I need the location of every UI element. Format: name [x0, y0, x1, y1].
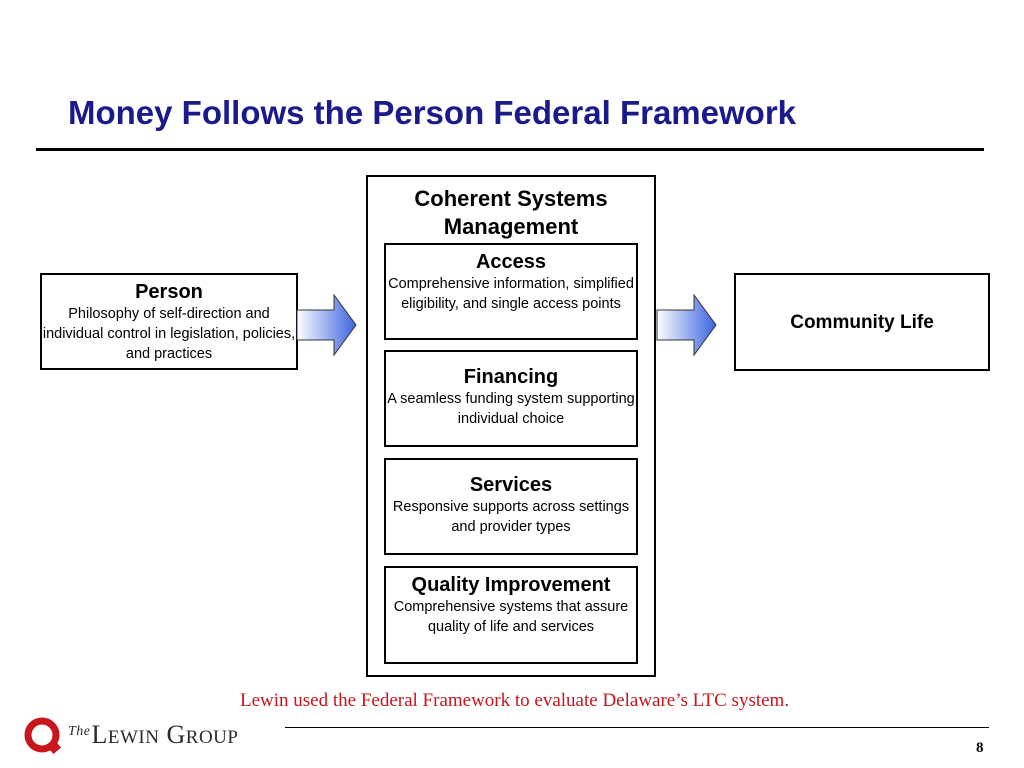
logo-the: The: [68, 724, 91, 739]
logo-wordmark: TheLEWIN GROUP: [68, 720, 238, 750]
lewin-group-logo: TheLEWIN GROUP: [22, 712, 238, 758]
logo-initial-g: G: [166, 720, 186, 749]
slide-title: Money Follows the Person Federal Framewo…: [68, 94, 797, 131]
lewin-logo-icon: [24, 717, 62, 755]
component-heading: Access: [475, 251, 547, 273]
community-life-heading: Community Life: [790, 311, 934, 333]
right-arrow-icon: [296, 294, 357, 356]
page-number: 8: [976, 740, 984, 756]
person-box: Person Philosophy of self-direction and …: [40, 273, 298, 370]
component-services: Services Responsive supports across sett…: [384, 458, 638, 555]
component-financing: Financing A seamless funding system supp…: [384, 350, 638, 447]
coherent-systems-title: Coherent Systems Management: [414, 186, 608, 239]
component-heading: Financing: [463, 366, 559, 388]
title-divider: [36, 148, 984, 151]
logo-ewin: EWIN: [107, 727, 160, 748]
evaluation-note: Lewin used the Federal Framework to eval…: [240, 690, 790, 711]
footer-divider: [285, 727, 989, 728]
person-heading: Person: [135, 281, 203, 303]
component-description: Comprehensive information, simplified el…: [388, 276, 634, 312]
logo-roup: ROUP: [185, 727, 239, 748]
component-quality-improvement: Quality Improvement Comprehensive system…: [384, 566, 638, 664]
person-description: Philosophy of self-direction and individ…: [42, 306, 296, 362]
component-description: Comprehensive systems that assure qualit…: [393, 599, 629, 635]
component-access: Access Comprehensive information, simpli…: [384, 243, 638, 340]
component-heading: Services: [469, 474, 553, 496]
component-heading: Quality Improvement: [411, 574, 611, 596]
logo-initial-l: L: [91, 720, 108, 749]
component-description: A seamless funding system supporting ind…: [387, 391, 635, 427]
community-life-box: Community Life: [734, 273, 990, 371]
right-arrow-icon: [656, 294, 717, 356]
component-description: Responsive supports across settings and …: [392, 499, 630, 535]
